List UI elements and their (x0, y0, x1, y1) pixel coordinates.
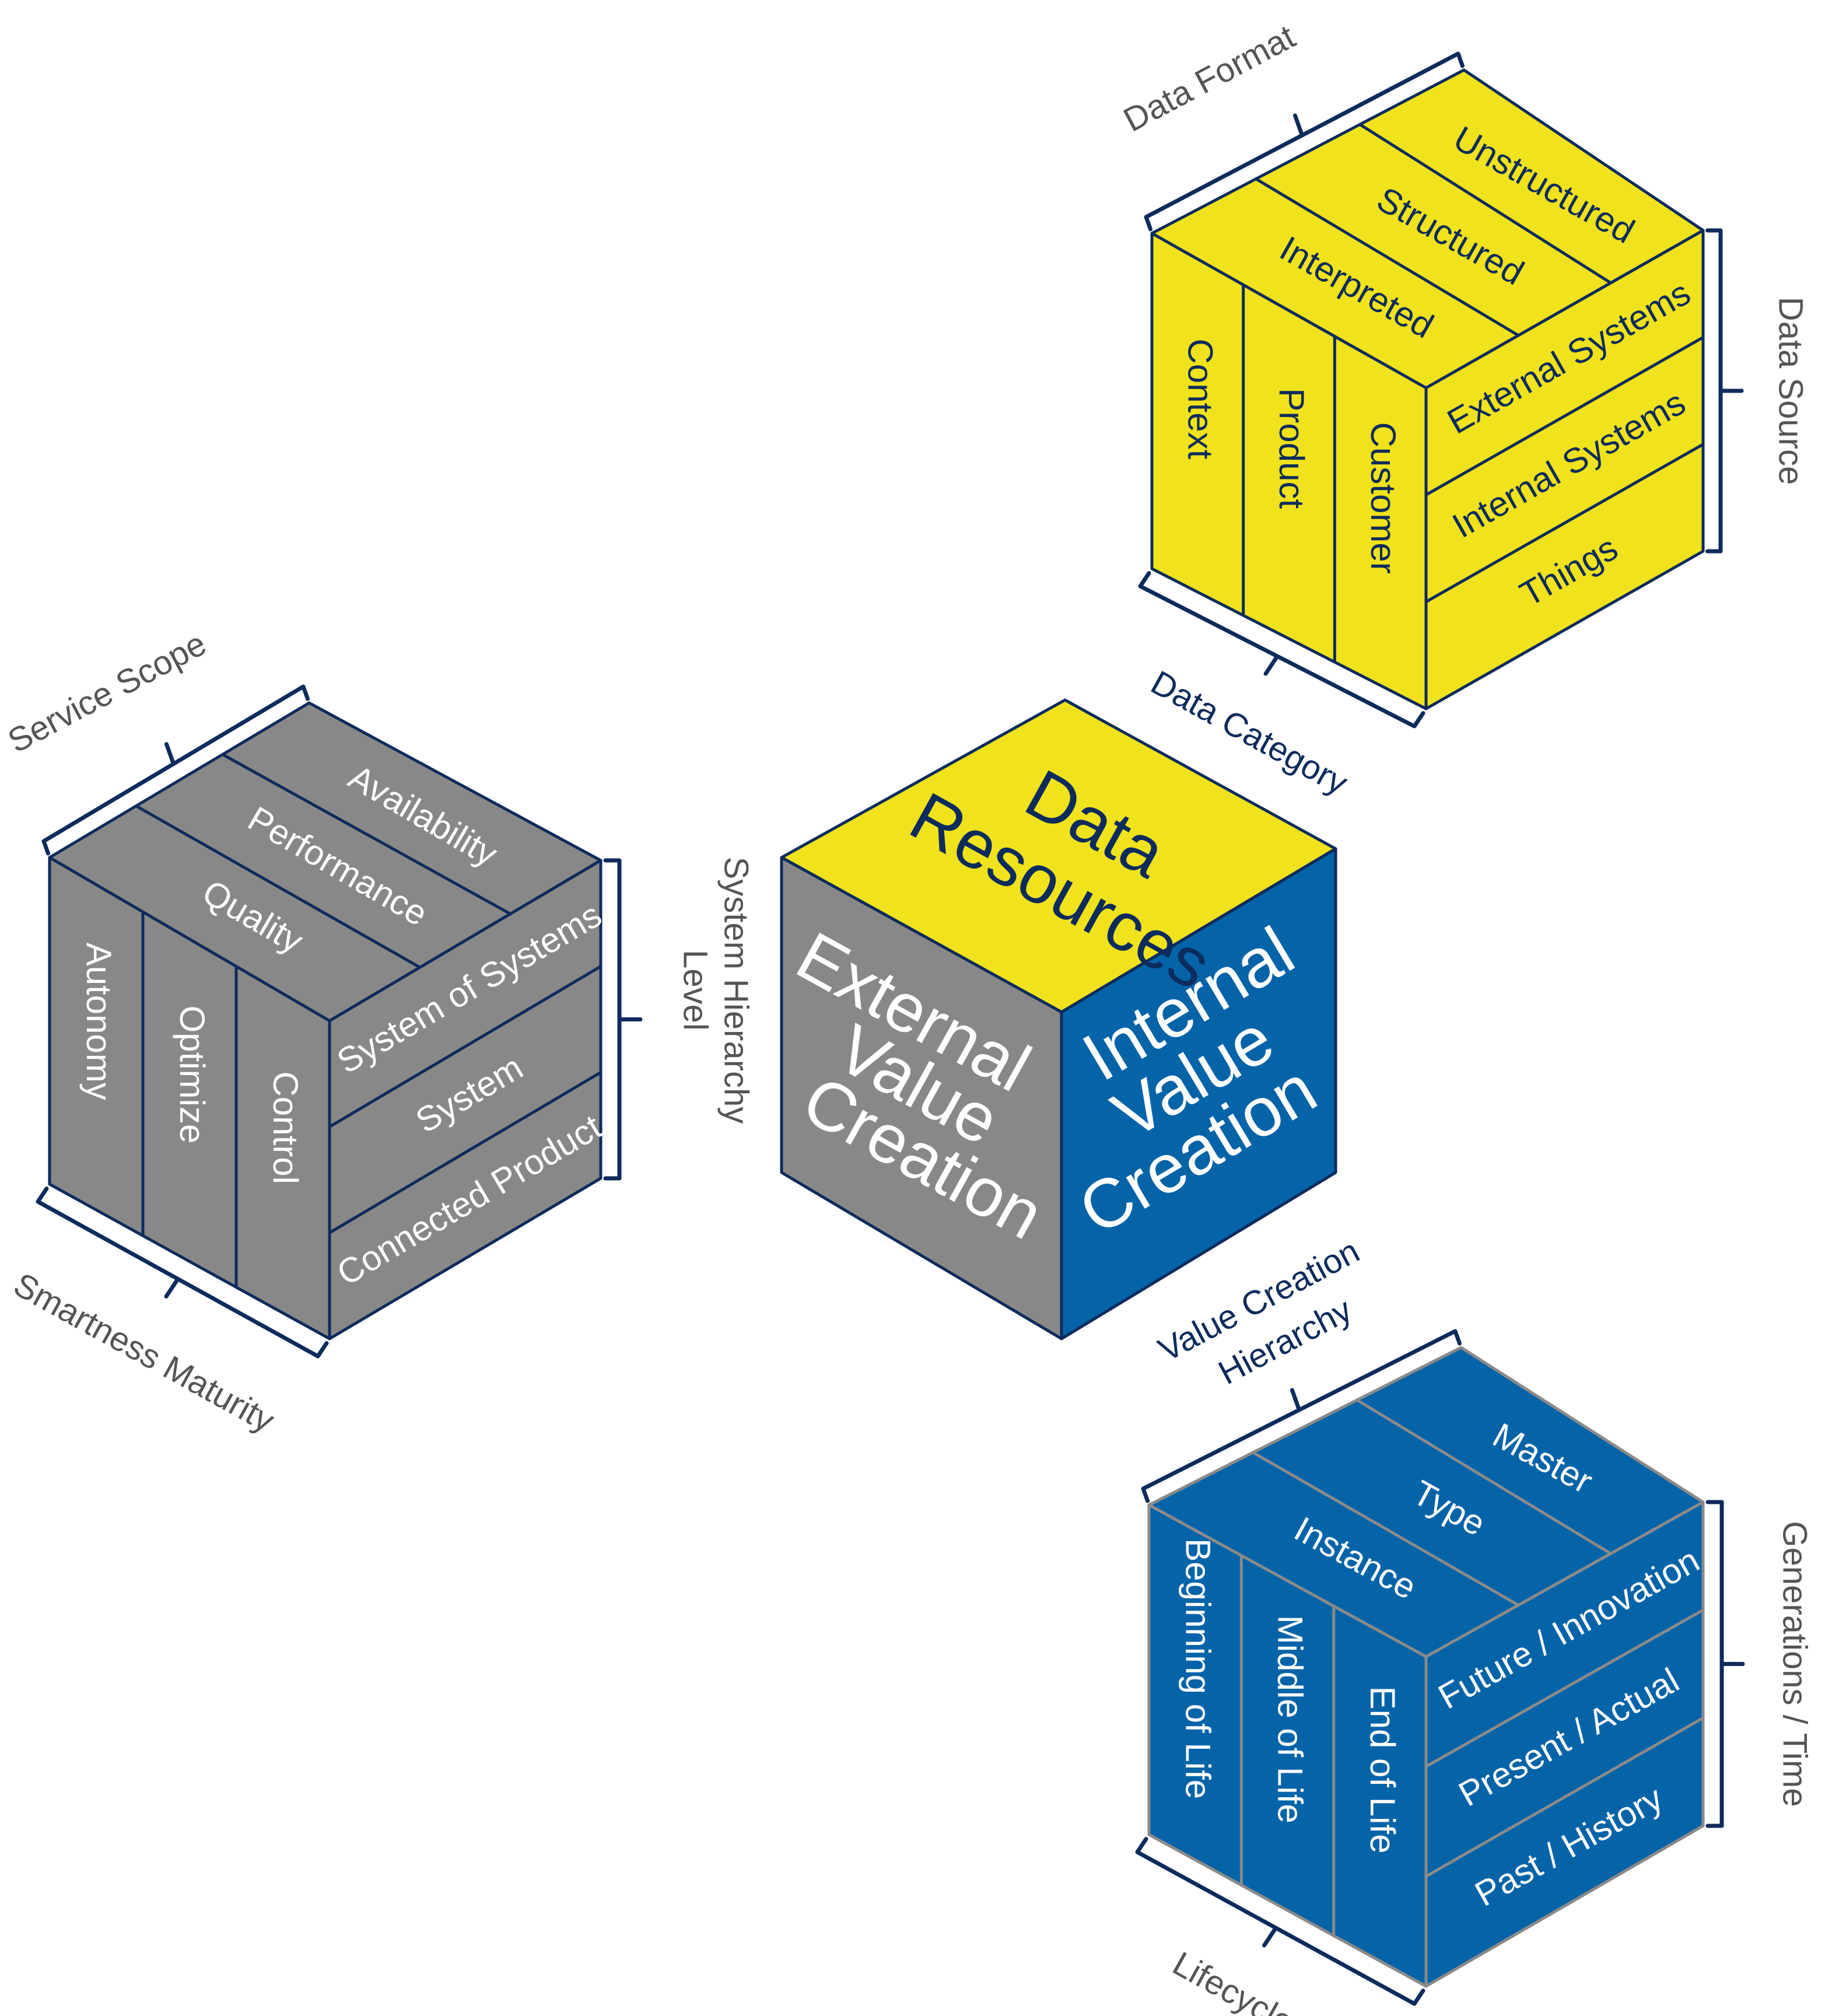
left-item-label: Autonomy (79, 943, 118, 1100)
right-divider (328, 965, 602, 1128)
left-item-label: Context (1181, 339, 1220, 460)
right-divider (1425, 336, 1704, 496)
right-divider (1425, 1608, 1704, 1768)
system-hierarchy-axis-label: System Hierarchy (717, 857, 755, 1124)
top-divider (135, 804, 421, 969)
system-hierarchy-axis-label: Level (677, 950, 714, 1031)
right-divider (328, 1071, 602, 1234)
left-item-label: Optimize (173, 1006, 212, 1144)
left-axis-bracket (36, 1186, 329, 1359)
data-cube: UnstructuredStructuredInterpretedContext… (1118, 18, 1810, 802)
left-item-label: Product (1272, 388, 1311, 509)
right-axis-bracket (1705, 1500, 1745, 1828)
left-item-label: Control (266, 1072, 305, 1184)
right-divider (1425, 443, 1704, 603)
left-axis-bracket (1135, 1837, 1425, 2006)
top-divider (222, 753, 512, 915)
top-divider (1252, 1451, 1519, 1606)
smartness-maturity-axis-label: Smartness Maturity (8, 1265, 281, 1440)
data-format-axis-label: Data Format (1118, 18, 1301, 139)
left-item-label: End of Life (1363, 1686, 1402, 1854)
center-cube: DataResourcesExternalValueCreationIntern… (780, 698, 1337, 1340)
top-axis-bracket (1141, 1329, 1462, 1503)
top-axis-bracket (1144, 51, 1465, 232)
top-divider (1255, 177, 1519, 337)
right-axis-bracket (1705, 228, 1744, 554)
top-divider (1359, 123, 1612, 285)
left-axis-bracket (1138, 571, 1425, 729)
right-axis-bracket (603, 858, 643, 1181)
internal-value-face (1060, 847, 1337, 1340)
left-item-label: Beginning of Life (1178, 1538, 1217, 1799)
right-divider (1425, 1716, 1704, 1878)
generations-time-axis-label: Generations / Time (1776, 1521, 1814, 1807)
top-axis-bracket (41, 684, 310, 856)
left-item-label: Customer (1364, 422, 1403, 574)
service-scope-axis-label: Service Scope (2, 624, 212, 760)
left-item-label: Middle of Life (1271, 1615, 1310, 1824)
top-divider (1356, 1398, 1612, 1555)
data-source-axis-label: Data Source (1772, 297, 1810, 485)
lifecycle-axis-label: Lifecycle (1167, 1944, 1300, 2016)
